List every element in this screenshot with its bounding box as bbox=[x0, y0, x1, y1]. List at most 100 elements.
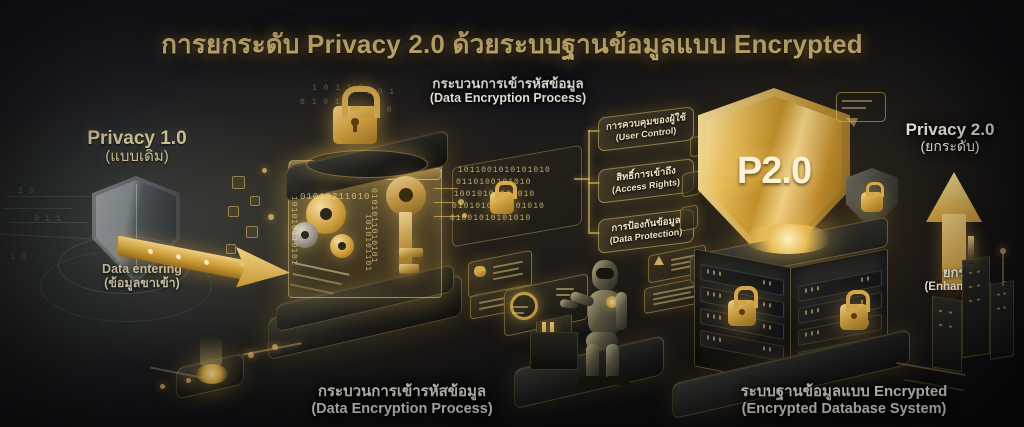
arrow-right-gold-icon bbox=[118, 232, 288, 294]
terminal-gauge bbox=[510, 292, 538, 320]
shield-badge-text: P2.0 bbox=[736, 150, 812, 192]
binary-stream: 1010101101 bbox=[363, 214, 372, 273]
binary-row: 0110100101010 bbox=[456, 178, 532, 187]
building bbox=[990, 280, 1014, 360]
city-skyline-icon bbox=[962, 255, 990, 359]
caption-left-th: กระบวนการเข้ารหัสข้อมูล bbox=[317, 383, 487, 400]
binary-stream: 101010110101 bbox=[289, 196, 298, 266]
caption-left-en: (Data Encryption Process) bbox=[311, 400, 493, 417]
doc-card-icon bbox=[680, 204, 698, 232]
padlock-small-icon bbox=[474, 266, 486, 277]
arrow-up-gold-icon bbox=[926, 172, 982, 290]
branch-link bbox=[588, 232, 600, 234]
circuit-node bbox=[458, 199, 464, 205]
building bbox=[932, 295, 962, 373]
binary-fleck: 0 1 1 bbox=[34, 214, 62, 224]
robot-leg-left bbox=[586, 344, 599, 380]
padlock-shackle bbox=[495, 181, 517, 199]
gear-hub bbox=[338, 242, 346, 250]
circuit-line bbox=[0, 233, 92, 240]
padlock-keyhole bbox=[851, 313, 857, 319]
caption-right-en: (Encrypted Database System) bbox=[741, 400, 947, 417]
encryption-process-label: กระบวนการเข้ารหัสข้อมูล (Data Encryption… bbox=[398, 76, 618, 105]
data-entering-label: Data entering (ข้อมูลขาเข้า) bbox=[62, 262, 222, 290]
branch-box-user-control[interactable]: การควบคุมของผู้ใช้ (User Control) bbox=[598, 106, 694, 152]
caption-right-th: ระบบฐานข้อมูลแบบ Encrypted bbox=[740, 383, 948, 400]
binary-row: 1011001010101010 bbox=[458, 166, 551, 175]
track-node bbox=[160, 384, 165, 389]
gear-hub bbox=[301, 231, 309, 239]
circuit-trace bbox=[434, 216, 460, 217]
key-tooth bbox=[399, 264, 419, 273]
data-node bbox=[268, 214, 274, 220]
encryption-process-en: (Data Encryption Process) bbox=[429, 91, 587, 106]
padlock-gold-icon bbox=[861, 192, 883, 212]
branch-stem bbox=[574, 178, 590, 180]
privacy-1-subtitle: (แบบเดิม) bbox=[105, 148, 169, 166]
circuit-line bbox=[6, 196, 90, 197]
rack-glow-ring bbox=[744, 224, 832, 254]
caption-encryption-process: กระบวนการเข้ารหัสข้อมูล (Data Encryption… bbox=[244, 383, 560, 417]
binary-stream: 1 0 1 bbox=[366, 88, 396, 97]
privacy-2-label: Privacy 2.0 (ยกระดับ) bbox=[880, 120, 1020, 155]
padlock-keyhole-stem bbox=[353, 124, 357, 132]
padlock-shackle bbox=[846, 290, 870, 312]
robot-leg-right bbox=[606, 344, 619, 380]
data-chip bbox=[226, 244, 236, 254]
terminal-pedestal bbox=[530, 332, 578, 370]
circuit-trace bbox=[434, 188, 458, 189]
circuit-trace bbox=[434, 202, 454, 203]
robot-visor bbox=[596, 268, 614, 279]
robot-foot-right bbox=[606, 376, 630, 385]
data-node bbox=[262, 168, 267, 173]
data-entering-subtitle: (ข้อมูลขาเข้า) bbox=[104, 276, 180, 290]
terminal-line bbox=[512, 306, 528, 308]
branch-link bbox=[588, 130, 600, 132]
warning-triangle-icon bbox=[654, 256, 664, 265]
padlock-shackle bbox=[866, 182, 884, 197]
padlock-keyhole bbox=[351, 118, 359, 126]
robot-foot-left bbox=[578, 376, 602, 385]
page-title: การยกระดับ Privacy 2.0 ด้วยระบบฐานข้อมูล… bbox=[161, 29, 863, 59]
branch-spine bbox=[588, 130, 590, 232]
caption-encrypted-database: ระบบฐานข้อมูลแบบ Encrypted (Encrypted Da… bbox=[668, 383, 1020, 417]
branch-box-access-rights[interactable]: สิทธิ์การเข้าถึง (Access Rights) bbox=[598, 158, 694, 204]
circuit-line bbox=[2, 208, 72, 209]
binary-stream: 1 0 1 1 0 bbox=[312, 84, 365, 93]
circuit-node bbox=[462, 213, 467, 218]
terminal-line bbox=[556, 288, 574, 290]
binary-label: 01010211010 bbox=[300, 192, 371, 202]
branch-link bbox=[588, 182, 600, 184]
robot-core-light bbox=[606, 296, 618, 308]
terminal-line bbox=[556, 294, 570, 296]
data-chip bbox=[250, 196, 260, 206]
data-chip bbox=[232, 176, 245, 189]
privacy-2-title: Privacy 2.0 bbox=[905, 120, 995, 139]
padlock-shackle bbox=[734, 286, 758, 308]
glow-pad bbox=[196, 364, 228, 384]
key-shaft bbox=[399, 212, 412, 274]
binary-fleck: 1 0 bbox=[18, 186, 35, 196]
chat-bubble-line bbox=[842, 107, 866, 109]
gear-hub bbox=[320, 208, 332, 220]
privacy-1-label: Privacy 1.0 (แบบเดิม) bbox=[42, 128, 232, 166]
antenna-mast bbox=[1002, 252, 1004, 286]
binary-fleck: 1 0 bbox=[10, 252, 27, 262]
data-chip bbox=[228, 206, 239, 217]
key-bow-hole bbox=[399, 188, 413, 202]
padlock-shackle bbox=[342, 86, 380, 118]
binary-stream: 0 1 0 1 bbox=[300, 98, 341, 107]
lid-glow-ring bbox=[306, 150, 428, 178]
data-node bbox=[240, 262, 245, 267]
privacy-2-subtitle: (ยกระดับ) bbox=[920, 138, 980, 155]
chat-bubble-icon bbox=[836, 92, 886, 122]
glow-pad-beam bbox=[200, 336, 222, 366]
padlock-keyhole bbox=[739, 309, 745, 315]
chat-bubble-line bbox=[842, 100, 872, 102]
binary-row: 01001010101010 bbox=[450, 214, 532, 223]
terminal-line bbox=[512, 312, 524, 314]
doc-card-icon bbox=[682, 170, 700, 198]
circuit-line bbox=[10, 222, 88, 223]
encryption-process-th: กระบวนการเข้ารหัสข้อมูล bbox=[432, 76, 584, 91]
